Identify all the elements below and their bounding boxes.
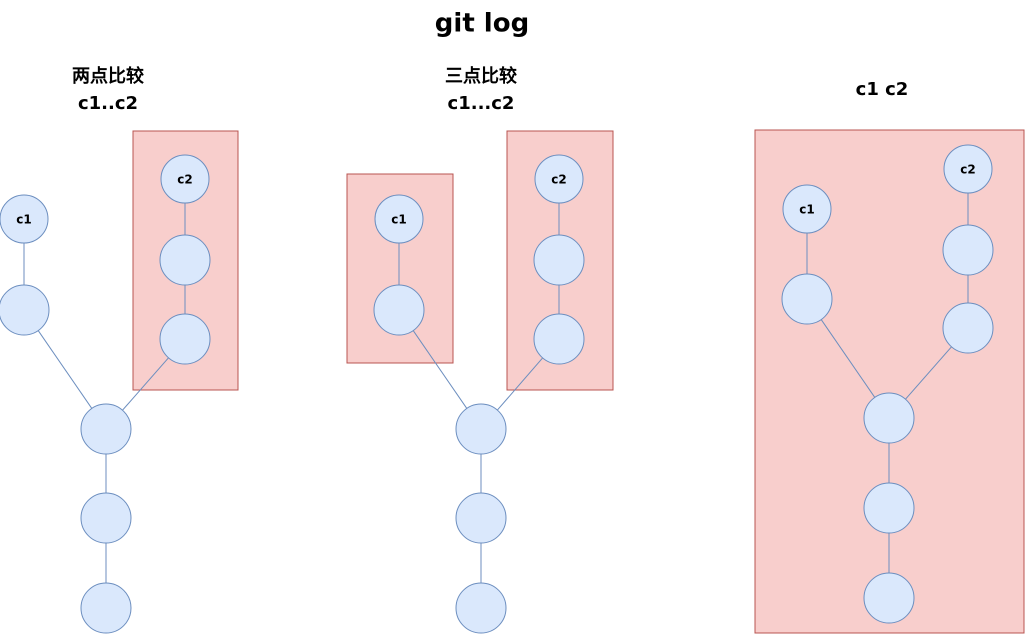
commit-node-b1	[533, 313, 585, 365]
commit-label: c1	[799, 203, 814, 217]
commit-label: c2	[551, 173, 566, 187]
commit-node-c1	[374, 194, 424, 244]
commit-node-c2	[160, 154, 210, 204]
commit-node-a1	[373, 284, 425, 336]
commit-node-c1	[782, 184, 832, 234]
commit-node-p2	[863, 572, 915, 624]
commit-node-m	[80, 403, 132, 455]
commit-node-m	[455, 403, 507, 455]
commit-node-m	[863, 392, 915, 444]
commit-node-p1	[80, 492, 132, 544]
page-title: git log	[435, 9, 529, 39]
panel-three-dot: 三点比较 c1...c2 c1 c2	[346, 65, 614, 634]
commit-edge	[412, 330, 468, 409]
commit-node-c1	[0, 194, 49, 244]
commit-node-p1	[863, 482, 915, 534]
commit-edge	[820, 319, 876, 398]
commit-label: c2	[960, 163, 975, 177]
commit-label: c1	[391, 213, 406, 227]
commit-node-p2	[455, 582, 507, 634]
commit-node-c2	[534, 154, 584, 204]
commit-node-p2	[80, 582, 132, 634]
commit-node-p1	[455, 492, 507, 544]
panel-subheading: c1..c2	[78, 93, 138, 114]
commit-node-b2	[159, 234, 211, 286]
commit-label: c2	[177, 173, 192, 187]
commit-node-a1	[781, 273, 833, 325]
panel-subheading: c1...c2	[448, 93, 515, 114]
panel-heading: 两点比较	[72, 65, 144, 87]
commit-node-b2	[533, 234, 585, 286]
commit-edge	[37, 330, 93, 409]
commit-label: c1	[16, 213, 31, 227]
panel-both: c1 c2 c1 c2	[754, 79, 1025, 634]
panel-heading: 三点比较	[445, 65, 517, 87]
panel-subheading: c1 c2	[856, 79, 909, 100]
commit-edge	[905, 346, 952, 400]
commit-node-a1	[0, 284, 50, 336]
commit-edge	[496, 357, 544, 411]
panel-two-dot: 两点比较 c1..c2 c1 c2	[0, 65, 239, 634]
commit-edge	[122, 357, 169, 411]
commit-node-b1	[942, 302, 994, 354]
commit-node-b1	[159, 313, 211, 365]
commit-node-c2	[943, 144, 993, 194]
commit-node-b2	[942, 224, 994, 276]
